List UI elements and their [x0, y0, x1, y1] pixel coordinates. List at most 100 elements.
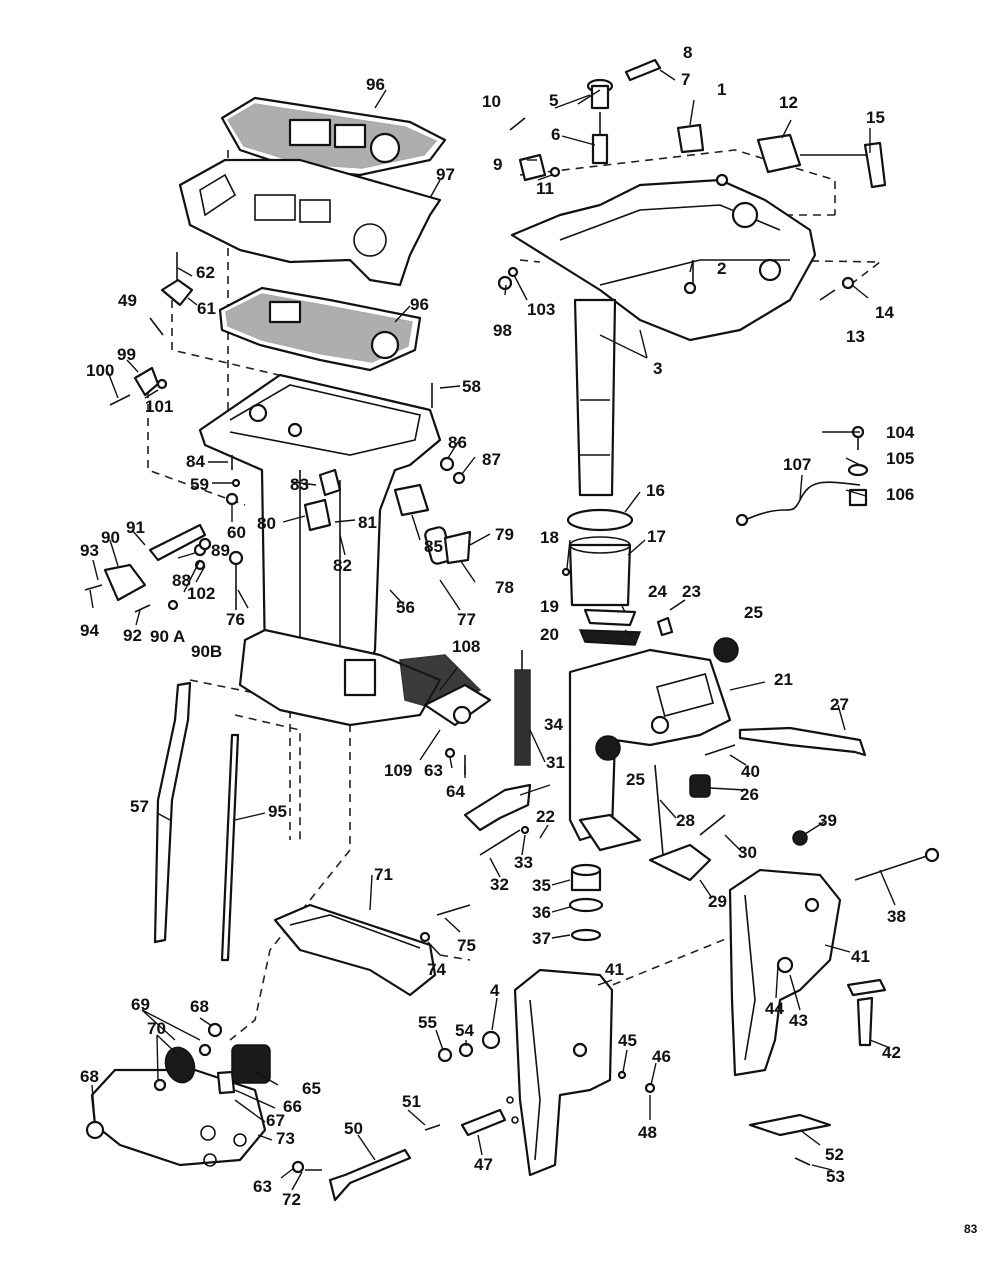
lower-rings: [568, 863, 604, 942]
callout-29: 29: [708, 892, 727, 911]
callout-78: 78: [495, 578, 514, 597]
callout-107: 107: [783, 455, 811, 474]
tilt-spring: [514, 650, 531, 766]
callout-34: 34: [544, 715, 563, 734]
swivel-bracket: [510, 178, 817, 497]
callout-65: 65: [302, 1079, 321, 1098]
callout-104: 104: [886, 423, 915, 442]
steering-top-parts: [497, 58, 887, 301]
lower-gasket: [218, 286, 422, 372]
callout-33: 33: [514, 853, 533, 872]
callout-5: 5: [549, 91, 558, 110]
ground-strap: [735, 425, 869, 527]
callout-77: 77: [457, 610, 476, 629]
callout-46: 46: [652, 1047, 671, 1066]
callout-42: 42: [882, 1043, 901, 1062]
callout-63-b: 63: [253, 1177, 272, 1196]
callout-85: 85: [424, 537, 443, 556]
spring-screw: [656, 599, 686, 637]
water-tube: [153, 681, 192, 944]
callout-12: 12: [779, 93, 798, 112]
callout-20: 20: [540, 625, 559, 644]
callout-68-b: 68: [80, 1067, 99, 1086]
callout-23: 23: [682, 582, 701, 601]
misc-fasteners: [194, 383, 433, 571]
callout-83: 83: [290, 475, 309, 494]
callout-36: 36: [532, 903, 551, 922]
callout-17: 17: [647, 527, 666, 546]
callout-80: 80: [257, 514, 276, 533]
throttle-linkage: [84, 523, 207, 613]
callout-21: 21: [774, 670, 793, 689]
callout-76: 76: [226, 610, 245, 629]
leader-lines: [89, 69, 896, 1191]
callout-90b: 90B: [191, 642, 222, 661]
callout-71: 71: [374, 865, 393, 884]
callout-99: 99: [117, 345, 136, 364]
callout-92: 92: [123, 626, 142, 645]
callout-15: 15: [866, 108, 885, 127]
callout-7: 7: [681, 70, 690, 89]
clamp-bracket-left: [506, 968, 614, 1177]
callout-35: 35: [532, 876, 551, 895]
page-number: 83: [964, 1222, 978, 1236]
callout-58: 58: [462, 377, 481, 396]
callout-70: 70: [147, 1019, 166, 1038]
callout-97: 97: [436, 165, 455, 184]
callout-59: 59: [190, 475, 209, 494]
callout-38: 38: [887, 907, 906, 926]
callout-1: 1: [717, 80, 726, 99]
callout-19: 19: [540, 597, 559, 616]
callout-98: 98: [493, 321, 512, 340]
clamp-bracket-right: [728, 847, 940, 1077]
callout-11: 11: [536, 179, 554, 198]
callout-31: 31: [546, 753, 565, 772]
tilt-lever: [463, 783, 532, 856]
callout-41-a: 41: [605, 960, 624, 979]
callout-102: 102: [187, 584, 215, 603]
shift-rod: [220, 733, 240, 962]
callout-74: 74: [427, 960, 446, 979]
tilt-lock-parts: [648, 726, 867, 882]
adapter-plate: [178, 158, 442, 287]
callout-64: 64: [446, 782, 465, 801]
callout-103: 103: [527, 300, 555, 319]
callout-30: 30: [738, 843, 757, 862]
callout-51: 51: [402, 1092, 421, 1111]
swivel-bracket-lower: [568, 637, 739, 852]
callout-50: 50: [344, 1119, 363, 1138]
callout-24: 24: [648, 582, 667, 601]
callout-109: 109: [384, 761, 412, 780]
callout-90a: 90 A: [150, 627, 185, 646]
callout-labels: 1 2 3 4 5 6 7 8 9 10 11 12 13 14 15 16 1…: [80, 43, 915, 1209]
callout-55: 55: [418, 1013, 437, 1032]
exhaust-housing: [198, 373, 482, 727]
callout-14: 14: [875, 303, 894, 322]
callout-39: 39: [818, 811, 837, 830]
callout-91: 91: [126, 518, 145, 537]
callout-49: 49: [118, 291, 137, 310]
top-gasket: [220, 96, 447, 177]
callout-93: 93: [80, 541, 99, 560]
callout-96-a: 96: [366, 75, 385, 94]
callout-28: 28: [676, 811, 695, 830]
callout-10: 10: [482, 92, 501, 111]
callout-108: 108: [452, 637, 480, 656]
bushings: [561, 508, 642, 646]
callout-40: 40: [741, 762, 760, 781]
callout-18: 18: [540, 528, 559, 547]
callout-60: 60: [227, 523, 246, 542]
callout-52: 52: [825, 1145, 844, 1164]
lower-cover: [273, 903, 471, 997]
callout-53: 53: [826, 1167, 845, 1186]
callout-8: 8: [683, 43, 692, 62]
callout-66: 66: [283, 1097, 302, 1116]
callout-44: 44: [765, 999, 784, 1018]
callout-32: 32: [490, 875, 509, 894]
callout-25-a: 25: [744, 603, 763, 622]
callout-79: 79: [495, 525, 514, 544]
callout-100: 100: [86, 361, 114, 380]
callout-47: 47: [474, 1155, 493, 1174]
callout-69: 69: [131, 995, 150, 1014]
callout-101: 101: [145, 397, 173, 416]
